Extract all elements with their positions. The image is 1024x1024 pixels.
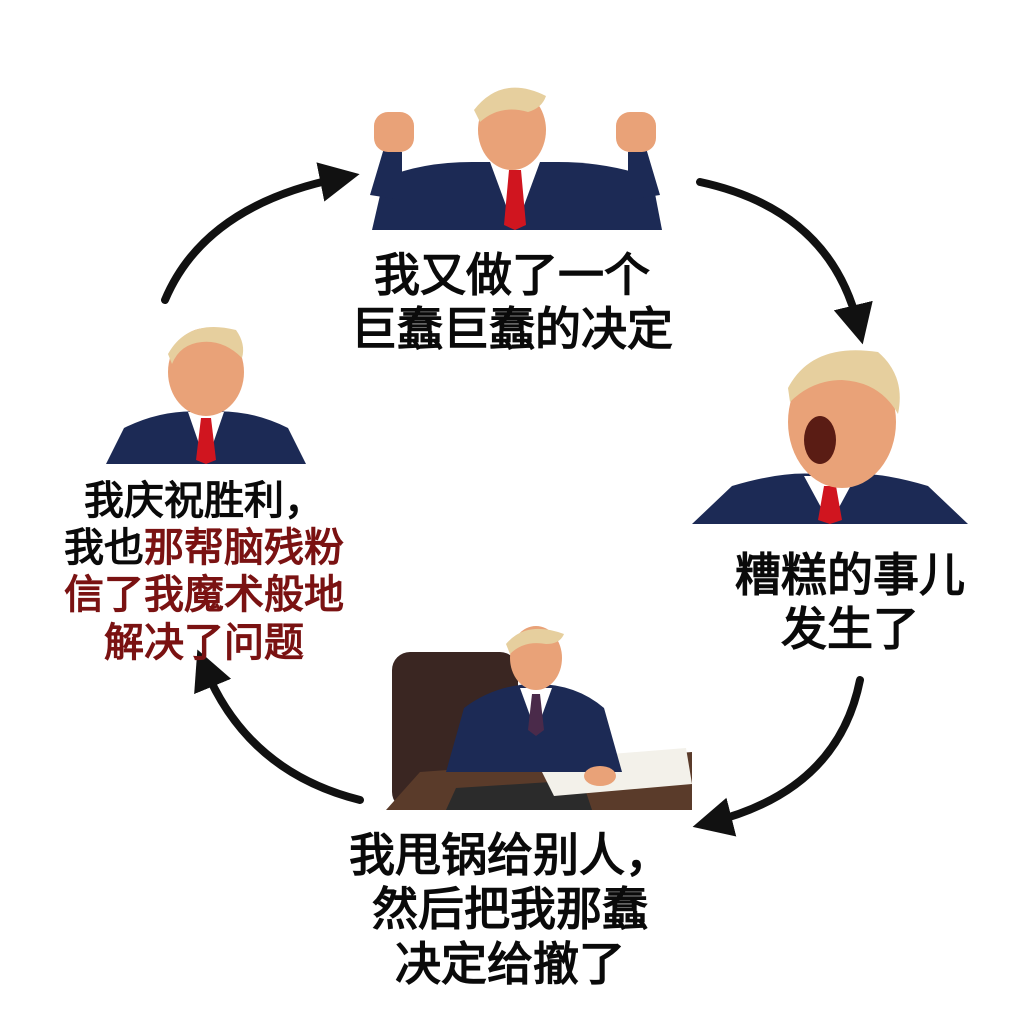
caption-right-line1: 糟糕的事儿 bbox=[735, 548, 965, 602]
photo-signing-desk bbox=[386, 612, 692, 810]
arrow-top-to-right bbox=[696, 178, 873, 345]
caption-left-line2-highlight: 那帮脑残粉 bbox=[144, 525, 344, 572]
caption-bottom-line1: 我甩锅给别人， bbox=[349, 828, 671, 882]
caption-top: 我又做了一个 巨蠢巨蠢的决定 bbox=[312, 248, 712, 357]
caption-right: 糟糕的事儿 发生了 bbox=[700, 548, 1000, 657]
photo-smiling bbox=[106, 314, 306, 464]
caption-left: 我庆祝胜利， 我也那帮脑残粉 信了我魔术般地 解决了问题 bbox=[24, 478, 384, 667]
photo-fists-raised bbox=[362, 70, 668, 230]
arrow-left-to-top bbox=[161, 162, 360, 304]
caption-top-line1: 我又做了一个 bbox=[374, 248, 650, 302]
caption-right-line2: 发生了 bbox=[781, 602, 919, 657]
arrow-bottom-to-left bbox=[194, 649, 364, 804]
photo-shouting bbox=[692, 336, 968, 524]
caption-left-line2-plain: 我也 bbox=[64, 525, 144, 572]
caption-left-line4: 解决了问题 bbox=[104, 619, 304, 666]
caption-bottom-line3: 决定给撤了 bbox=[395, 936, 625, 991]
arrow-right-to-bottom bbox=[692, 676, 864, 837]
caption-left-line3: 信了我魔术般地 bbox=[64, 572, 344, 619]
caption-left-line1: 我庆祝胜利， bbox=[84, 478, 324, 524]
caption-bottom-line2: 然后把我那蠢 bbox=[372, 882, 648, 937]
caption-left-line2: 我也那帮脑残粉 bbox=[24, 525, 384, 572]
caption-bottom: 我甩锅给别人， 然后把我那蠢 决定给撤了 bbox=[300, 828, 720, 991]
caption-top-line2: 巨蠢巨蠢的决定 bbox=[351, 302, 673, 357]
